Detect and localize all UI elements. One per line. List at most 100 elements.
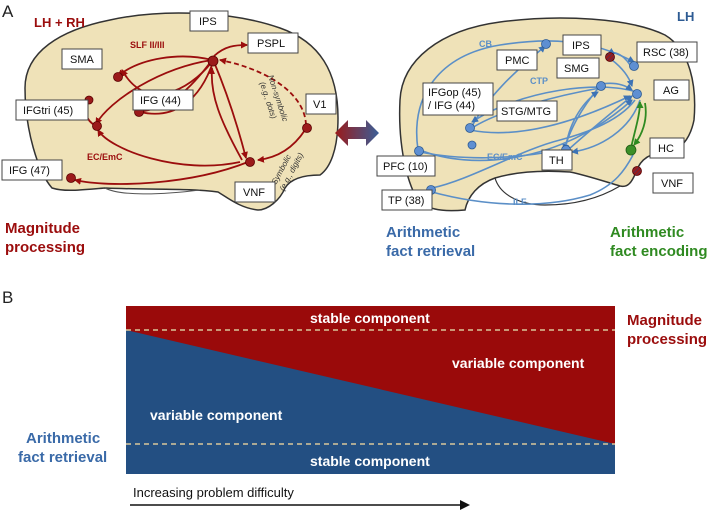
tract-label-ec-right: EC/EmC <box>487 152 523 162</box>
lower-variable-label: variable component <box>150 407 283 423</box>
tract-label-ec-left: EC/EmC <box>87 152 123 162</box>
tract-label-ctp: CTP <box>530 76 548 86</box>
left-tracts <box>74 41 307 185</box>
encoding-caption-line-2: fact encoding <box>610 243 708 260</box>
label-ifgop-line-1: IFGop (45) <box>428 87 481 99</box>
box-vnf-right <box>652 172 694 194</box>
node-vnf-hatched <box>632 166 642 176</box>
tract-th-smg <box>565 91 599 147</box>
panel-a-letter: A <box>2 2 14 21</box>
node-smg <box>596 81 606 91</box>
label-ifg44-left: IFG (44) <box>140 95 181 107</box>
label-pmc: PMC <box>505 55 530 67</box>
tract-ilf <box>425 154 634 205</box>
right-nodes <box>414 39 642 195</box>
left-nodes <box>66 55 312 183</box>
magnitude-right-line-1: Magnitude <box>627 312 702 329</box>
node-ag <box>632 89 642 99</box>
tract-vnf-ifgtri <box>97 129 241 167</box>
box-ifgtri <box>15 99 89 121</box>
label-ifgop-line-2: / IFG (44) <box>428 100 475 112</box>
label-hc: HC <box>658 143 674 155</box>
box-sma <box>61 48 103 70</box>
retrieval-caption-line-1: Arithmetic <box>386 224 460 241</box>
bottom-stable-label: stable component <box>310 453 430 469</box>
retrieval-caption-line-2: fact retrieval <box>386 243 475 260</box>
node-ifgtri-left <box>92 121 102 131</box>
node-ifg47-left <box>66 173 76 183</box>
tract-label-slf: SLF II/III <box>130 40 165 50</box>
box-ag <box>653 79 690 101</box>
top-stable-label: stable component <box>310 310 430 326</box>
tract-ag-hc <box>633 102 647 146</box>
node-hc <box>625 144 637 156</box>
box-smg <box>556 57 600 79</box>
tract-v1-vnf <box>257 129 306 163</box>
label-sma: SMA <box>70 54 95 66</box>
node-ifgop2 <box>467 140 477 150</box>
box-ifg47 <box>1 159 63 181</box>
box-ifgop <box>422 82 494 116</box>
box-hc <box>649 137 685 159</box>
node-v1-left <box>302 123 312 133</box>
box-th <box>541 149 573 171</box>
tract-label-ilf: ILF <box>513 197 527 207</box>
box-ips-left <box>189 10 229 32</box>
label-smg: SMG <box>564 63 589 75</box>
chart-red-region <box>126 306 615 444</box>
box-pspl <box>247 32 299 54</box>
tract-ilf-b <box>431 99 636 189</box>
retrieval-caption-left: Arithmetic fact retrieval <box>18 430 107 466</box>
label-v1: V1 <box>313 99 326 111</box>
tract-ips-vnf <box>213 61 248 159</box>
box-v1 <box>305 93 337 115</box>
magnitude-right-line-2: processing <box>627 331 707 348</box>
retrieval-left-line-1: Arithmetic <box>26 430 100 447</box>
magnitude-caption-line-2: processing <box>5 239 85 256</box>
right-label-boxes <box>376 34 698 211</box>
lh-rh-title: LH + RH <box>34 15 85 30</box>
retrieval-caption: Arithmetic fact retrieval <box>386 224 475 260</box>
label-ips-right: IPS <box>572 40 590 52</box>
left-label-texts: IPS PSPL SMA IFGtri (45) IFG (44) IFG (4… <box>9 16 326 199</box>
box-pfc <box>376 155 436 177</box>
bidirectional-arrow <box>335 120 379 146</box>
label-ifgtri: IFGtri (45) <box>23 105 73 117</box>
magnitude-caption-right: Magnitude processing <box>627 312 707 348</box>
label-stg: STG/MTG <box>501 106 551 118</box>
tract-hc-ag <box>630 101 644 149</box>
difficulty-axis-label: Increasing problem difficulty <box>133 485 294 500</box>
retrieval-left-line-2: fact retrieval <box>18 449 107 466</box>
box-rsc <box>636 41 698 63</box>
box-ifg44-left <box>132 89 194 111</box>
tract-vnf-ifg47 <box>74 161 249 185</box>
tract-ifgop-ag <box>469 95 631 134</box>
difficulty-arrow-head <box>460 500 470 510</box>
label-pspl: PSPL <box>257 38 285 50</box>
label-ifg47: IFG (47) <box>9 165 50 177</box>
label-vnf-left: VNF <box>243 187 265 199</box>
node-sma-left <box>113 72 123 82</box>
label-tp: TP (38) <box>388 195 424 207</box>
label-ifgop: IFGop (45) / IFG (44) <box>428 87 484 112</box>
tract-ips-pspl <box>213 41 248 57</box>
tract-ag-th <box>571 99 641 155</box>
box-stg <box>496 100 558 122</box>
magnitude-caption-line-1: Magnitude <box>5 220 80 237</box>
tract-ips-ifgtri <box>95 59 213 125</box>
node-ips-hatched <box>605 52 615 62</box>
tract-label-cb: CB <box>479 39 492 49</box>
node-ips-right <box>541 39 551 49</box>
node-ips-left <box>207 55 219 67</box>
label-rsc: RSC (38) <box>643 47 689 59</box>
panel-b-letter: B <box>2 288 13 307</box>
label-th: TH <box>549 155 564 167</box>
label-vnf-right: VNF <box>661 178 683 190</box>
encoding-caption-line-1: Arithmetic <box>610 224 684 241</box>
magnitude-caption-left: Magnitude processing <box>5 220 85 256</box>
upper-variable-label: variable component <box>452 355 585 371</box>
tract-v1-ips-dashed <box>219 57 307 126</box>
tract-vnf-ips <box>208 67 243 161</box>
node-vnf-left <box>245 157 255 167</box>
